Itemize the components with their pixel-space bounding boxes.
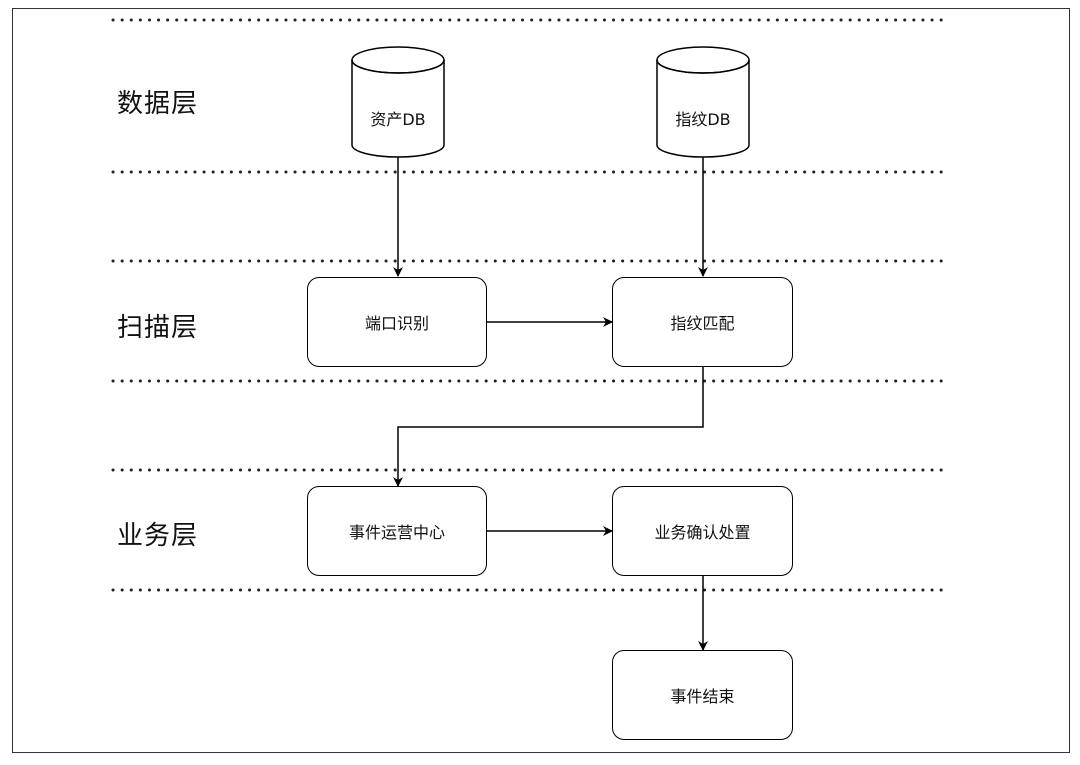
node-event-center-label: 事件运营中心	[348, 523, 445, 542]
node-port-identify-label: 端口识别	[364, 314, 429, 333]
database-cylinder-asset	[351, 46, 445, 158]
node-event-center[interactable]: 事件运营中心	[307, 486, 487, 576]
node-port-identify[interactable]: 端口识别	[307, 277, 487, 367]
node-fingerprint-match[interactable]: 指纹匹配	[612, 277, 793, 367]
layer-label-data: 数据层	[117, 89, 199, 119]
node-event-end-label: 事件结束	[670, 687, 735, 706]
node-business-confirm-label: 业务确认处置	[654, 523, 751, 542]
arrow-match-to-center	[393, 367, 704, 487]
node-fingerprint-match-label: 指纹匹配	[670, 314, 735, 333]
layer-label-scan: 扫描层	[117, 313, 199, 343]
node-business-confirm[interactable]: 业务确认处置	[612, 486, 793, 576]
database-label-asset: 资产DB	[370, 110, 426, 129]
database-label-fingerprint: 指纹DB	[675, 110, 731, 129]
layer-label-business: 业务层	[117, 521, 199, 551]
node-event-end[interactable]: 事件结束	[612, 650, 793, 740]
database-cylinder-fingerprint	[656, 46, 750, 158]
